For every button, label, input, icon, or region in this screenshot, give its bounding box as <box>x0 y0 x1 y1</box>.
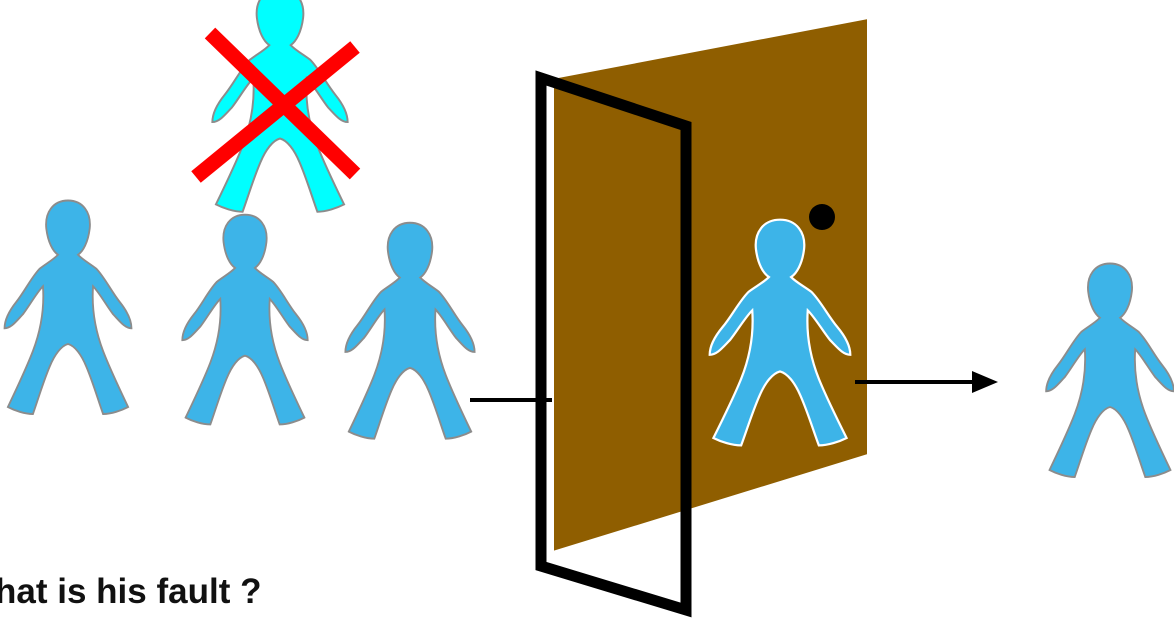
door-knob <box>809 204 835 230</box>
person-exited <box>1046 264 1174 478</box>
person-figure-3 <box>345 223 474 439</box>
arrow-out-of-door <box>855 371 998 393</box>
person-figure-2 <box>182 215 307 425</box>
caption-text: What is his fault ? <box>0 574 261 609</box>
person-figure-1 <box>5 201 132 415</box>
